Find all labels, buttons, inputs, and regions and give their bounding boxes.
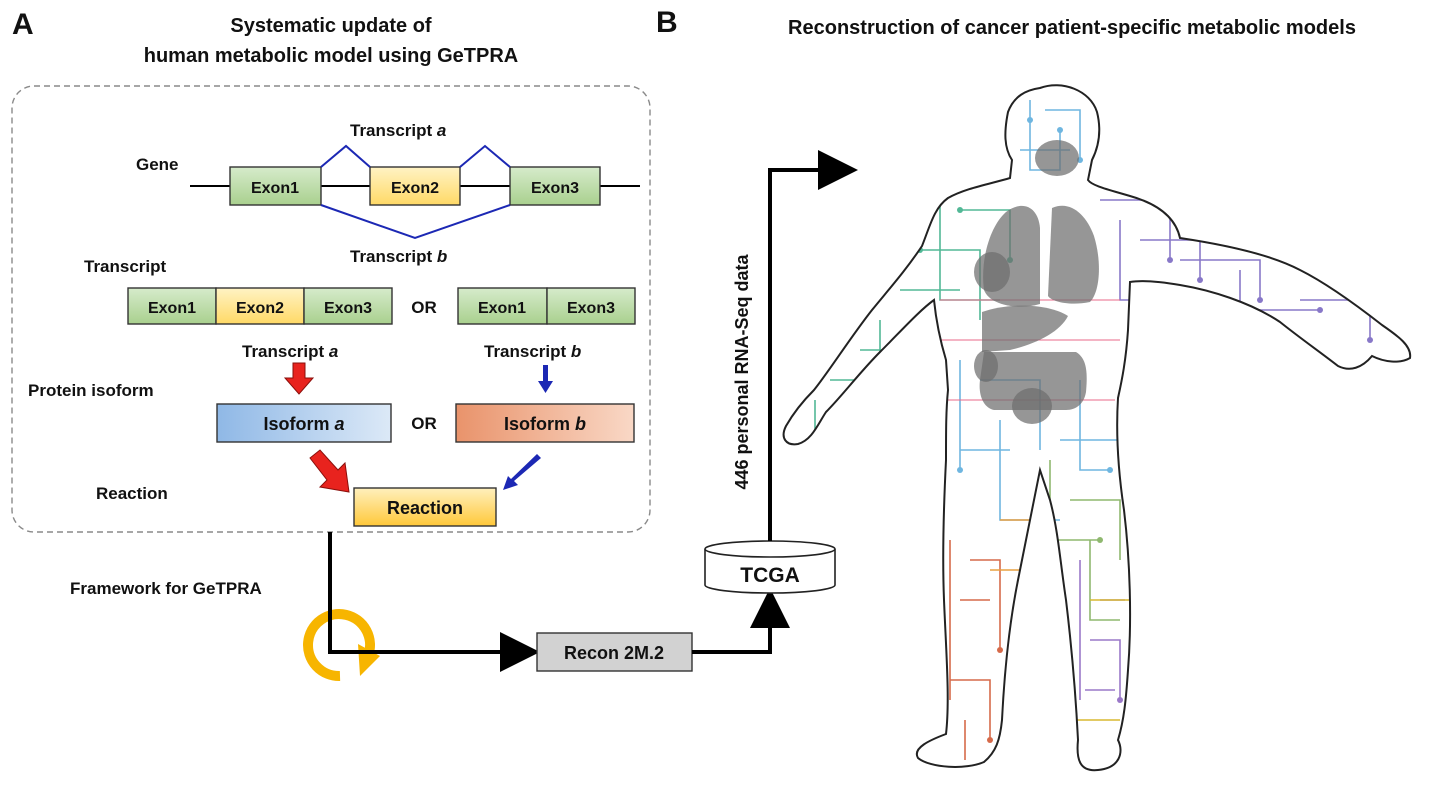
transcript-a-exon2: Exon2: [236, 300, 284, 317]
human-body-metabolic-map-icon: [782, 84, 1412, 772]
gene-exon1-label: Exon1: [251, 180, 299, 197]
protein-isoform-label: Protein isoform: [28, 381, 154, 400]
red-diagonal-arrow-icon: [309, 449, 350, 493]
isoform-b-box: Isoform b: [455, 403, 635, 443]
transcript-b-label: Transcript b: [484, 342, 581, 361]
panel-b-letter: B: [656, 6, 678, 39]
kidney-organ: [974, 350, 998, 382]
flow-arrow-to-tcga: [692, 588, 790, 654]
isoform-a-box: Isoform a: [216, 403, 392, 443]
transcript-b-exon3: Exon3: [567, 300, 615, 317]
gene-exon3: Exon3: [509, 166, 601, 206]
organ-shapes: [974, 140, 1099, 424]
red-down-arrow-icon: [283, 362, 315, 395]
breast-organ: [974, 252, 1010, 292]
gene-exon2-label: Exon2: [391, 180, 439, 197]
liver-organ: [982, 305, 1068, 352]
brain-organ: [1035, 140, 1079, 176]
cycle-arrow-icon: [303, 609, 380, 682]
intestine-organ: [979, 352, 1087, 410]
gene-exon2: Exon2: [369, 166, 461, 206]
isoform-b-label: Isoform b: [504, 414, 586, 434]
panel-b-title: Reconstruction of cancer patient-specifi…: [788, 17, 1356, 39]
tcga-database-icon: TCGA: [704, 540, 836, 594]
flow-arrow-to-recon: [328, 532, 540, 672]
reaction-label: Reaction: [96, 484, 168, 503]
panel-a-title-line2: human metabolic model using GeTPRA: [144, 45, 519, 67]
blue-down-arrow-icon: [538, 365, 553, 393]
transcript-label: Transcript: [84, 257, 167, 276]
panel-a-title-line1: Systematic update of: [230, 15, 432, 37]
gene-exon1: Exon1: [229, 166, 322, 206]
transcript-a-exon3: Exon3: [324, 300, 372, 317]
recon-box: Recon 2M.2: [536, 632, 693, 672]
right-lung-organ: [1048, 205, 1099, 304]
framework-label: Framework for GeTPRA: [70, 579, 262, 598]
gene-exon3-label: Exon3: [531, 180, 579, 197]
splice-a-right: [459, 144, 511, 168]
isoform-a-label: Isoform a: [263, 414, 344, 434]
flow-arrow-to-body: [768, 150, 858, 541]
blue-diagonal-arrow-icon: [503, 454, 541, 490]
splice-a-left: [320, 144, 371, 168]
bladder-organ: [1012, 388, 1052, 424]
body-outline: [782, 84, 1412, 772]
reaction-box: Reaction: [353, 487, 497, 527]
transcript-a-top-label: Transcript a: [350, 121, 446, 140]
transcript-b-exon1: Exon1: [478, 300, 526, 317]
or-isoform: OR: [411, 414, 437, 433]
reaction-box-label: Reaction: [387, 498, 463, 518]
transcript-b-bottom-label: Transcript b: [350, 247, 447, 266]
transcript-b-bar: Exon1 Exon3: [457, 287, 636, 325]
transcript-a-bar: Exon1 Exon2 Exon3: [127, 287, 393, 325]
transcript-a-label: Transcript a: [242, 342, 338, 361]
transcript-a-exon1: Exon1: [148, 300, 196, 317]
tcga-label: TCGA: [740, 564, 800, 587]
panel-a-letter: A: [12, 8, 34, 41]
rnaseq-label: 446 personal RNA-Seq data: [732, 253, 752, 489]
or-transcript: OR: [411, 298, 437, 317]
gene-label: Gene: [136, 155, 179, 174]
recon-label: Recon 2M.2: [564, 643, 664, 663]
splice-b: [320, 204, 511, 240]
